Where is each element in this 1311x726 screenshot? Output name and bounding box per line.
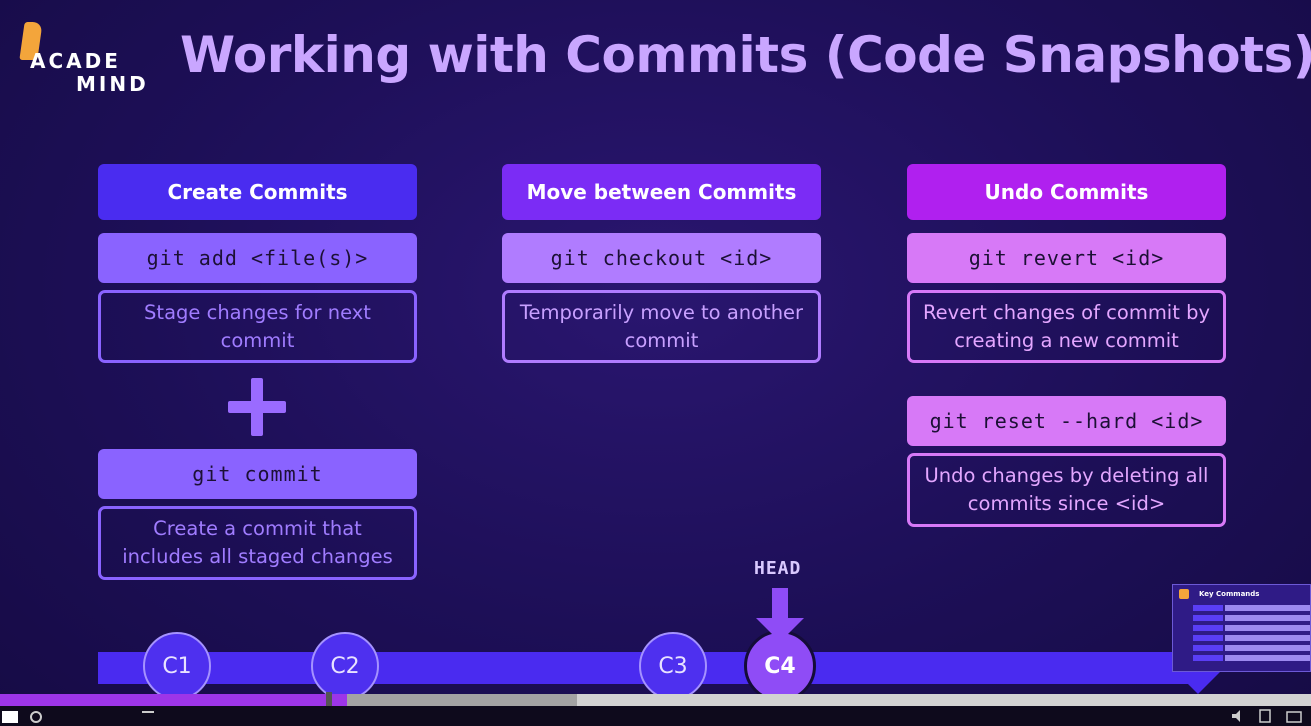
video-controls-bar — [0, 706, 1311, 726]
commit-node-c3: C3 — [639, 632, 707, 700]
timeline-end-marker — [1176, 672, 1220, 694]
plus-icon — [228, 378, 286, 436]
thumbnail-logo-icon — [1179, 589, 1189, 599]
commit-node-c2: C2 — [311, 632, 379, 700]
head-arrow-icon — [756, 588, 804, 642]
thumbnail-title: Key Commands — [1199, 590, 1260, 598]
description-box: Undo changes by deleting all commits sin… — [907, 453, 1226, 527]
description-box: Temporarily move to another commit — [502, 290, 821, 363]
slide-title: Working with Commits (Code Snapshots) — [180, 26, 1311, 84]
column-create-commits-lower: git commit Create a commit that includes… — [98, 449, 417, 580]
column-header: Create Commits — [98, 164, 417, 220]
volume-icon[interactable] — [1230, 709, 1246, 723]
progress-played — [0, 694, 348, 706]
thumbnail-row — [1193, 625, 1310, 631]
description-box: Stage changes for next commit — [98, 290, 417, 363]
command-box: git commit — [98, 449, 417, 499]
academind-logo: ACADE MIND — [16, 22, 146, 102]
thumbnail-row — [1193, 645, 1310, 651]
column-undo-commits: Undo Commits git revert <id> Revert chan… — [907, 164, 1226, 527]
thumbnail-row — [1193, 605, 1310, 611]
thumbnail-row — [1193, 615, 1310, 621]
commit-node-c1: C1 — [143, 632, 211, 700]
logo-text: ACADE MIND — [30, 50, 149, 96]
progress-loaded — [347, 694, 577, 706]
command-box: git revert <id> — [907, 233, 1226, 283]
progress-scrubber-handle[interactable] — [326, 692, 333, 708]
description-box: Create a commit that includes all staged… — [98, 506, 417, 580]
transcript-icon[interactable] — [1258, 709, 1274, 723]
column-header: Undo Commits — [907, 164, 1226, 220]
command-box: git reset --hard <id> — [907, 396, 1226, 446]
description-box: Revert changes of commit by creating a n… — [907, 290, 1226, 363]
chapters-icon[interactable] — [140, 709, 156, 723]
column-move-between-commits: Move between Commits git checkout <id> T… — [502, 164, 821, 363]
logo-line-2: MIND — [76, 72, 149, 96]
command-box: git add <file(s)> — [98, 233, 417, 283]
thumbnail-row — [1193, 655, 1310, 661]
head-label: HEAD — [754, 558, 802, 579]
video-progress-bar[interactable] — [0, 692, 1311, 708]
column-create-commits: Create Commits git add <file(s)> Stage c… — [98, 164, 417, 363]
fullscreen-icon[interactable] — [1286, 709, 1302, 723]
thumbnail-row — [1193, 635, 1310, 641]
replay-icon[interactable] — [28, 709, 44, 723]
play-icon[interactable] — [2, 709, 18, 723]
column-header: Move between Commits — [502, 164, 821, 220]
command-box: git checkout <id> — [502, 233, 821, 283]
logo-line-1: ACADE — [30, 49, 121, 73]
next-slide-thumbnail[interactable]: Key Commands — [1172, 584, 1311, 672]
